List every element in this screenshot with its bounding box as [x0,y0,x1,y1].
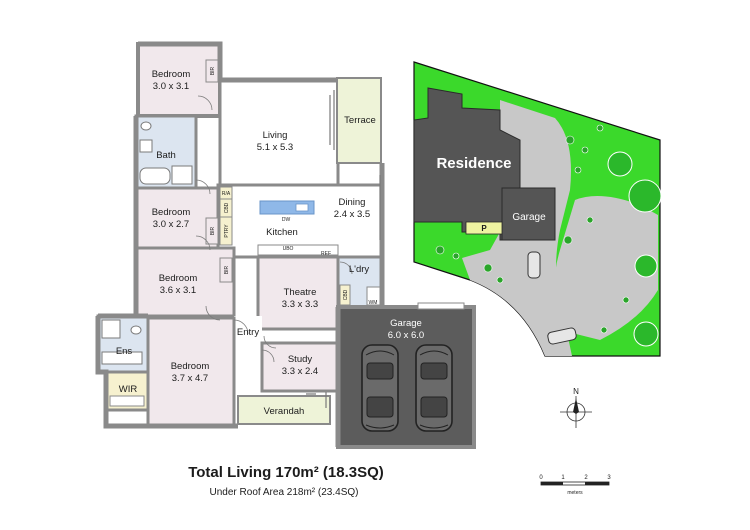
under-roof-text: Under Roof Area 218m² (23.4SQ) [210,487,359,498]
shower [171,165,193,185]
theatre-label: Theatre [284,287,317,298]
bir-label-2: BIR [210,226,216,235]
parking-pad [465,221,503,235]
dw-label: DW [282,217,291,223]
entry-label: Entry [237,327,259,338]
garage-label: Garage [390,318,422,329]
theatre-room [256,255,340,331]
study-room [260,341,340,393]
car-icon-left [361,344,399,432]
garage-size: 6.0 x 6.0 [388,330,424,341]
bedroom-2-size: 3.0 x 2.7 [153,219,189,230]
bedroom-1-size: 3.0 x 3.1 [153,81,189,92]
wm-box [366,286,381,306]
scale-tick-2: 2 [584,475,588,481]
bedroom-1-label: Bedroom [152,69,191,80]
bedroom-3-label: Bedroom [159,273,198,284]
bedroom-3-room [134,246,236,318]
ubo-label: UBO [283,246,294,252]
study-size: 3.3 x 2.4 [282,366,318,377]
ensuite-label: Ens [116,346,133,357]
tree-icon [607,151,662,347]
bedroom-2-label: Bedroom [152,207,191,218]
scale-bar [540,481,610,486]
bir-label-3: BIR [224,265,230,274]
vanity [139,139,153,153]
ra-label: R/A [222,191,231,197]
ptry-label: PTRY [224,224,230,238]
scale-unit: meters [567,490,583,496]
car-icon-right [415,344,453,432]
door-swing [195,95,353,363]
garage-door-strip [417,302,465,310]
bedroom-4-label: Bedroom [171,361,210,372]
parking-label: P [481,224,487,233]
ensuite-vanity [101,351,143,365]
ensuite-toilet [130,325,142,335]
total-living-text: Total Living 170m² (18.3SQ) [188,464,384,481]
compass-north-label: N [573,387,579,396]
dining-size: 2.4 x 3.5 [334,209,370,220]
entry-hall [234,316,262,394]
sliding-doors [306,90,381,408]
terrace-label: Terrace [344,115,376,126]
bir-label-1: BIR [210,66,216,75]
laundry-label: L'dry [349,264,370,275]
cbd-label-2: CBD [343,289,349,300]
pantry-cupboard [219,216,233,246]
kitchen-bench [257,244,339,256]
bathtub [139,167,171,185]
bedroom-4-size: 3.7 x 4.7 [172,373,208,384]
wir-label: WIR [119,384,138,395]
dining-label: Dining [339,197,366,208]
ensuite-shower [101,319,121,339]
living-label: Living [263,130,288,141]
wm-label: WM [369,300,378,306]
exterior-walls [95,41,385,447]
cbd-label-1: CBD [224,202,230,213]
verandah-label: Verandah [264,406,305,417]
site-garage-roof [501,187,556,241]
scale-tick-1: 1 [561,475,565,481]
site-car-icon-2 [547,327,577,345]
wir-rail [109,395,145,407]
site-car-icon-1 [527,251,541,279]
scale-tick-0: 0 [539,475,543,481]
bir-cupboard-3 [219,257,233,283]
site-garage-label: Garage [512,212,546,223]
house-plan: Bedroom 3.0 x 3.1 Bath Living 5.1 x 5.3 … [95,41,476,449]
living-size: 5.1 x 5.3 [257,142,293,153]
residence-label: Residence [436,155,511,172]
bath-label: Bath [156,150,176,161]
driveway-area [554,196,658,340]
cbd-cupboard-2 [339,284,351,306]
bedroom-3-size: 3.6 x 3.1 [160,285,196,296]
bir-cupboard-1 [205,59,219,83]
study-label: Study [288,354,313,365]
terrace-area [336,77,382,164]
kitchen-sink [295,203,309,212]
verandah-area [237,395,331,425]
site-plan: Residence Garage P [413,61,662,357]
compass-icon [560,396,592,428]
scale-tick-3: 3 [607,475,611,481]
shrub-icon [435,124,630,334]
bir-cupboard-2 [205,217,219,245]
bedroom-4-room [146,316,236,428]
toilet [140,121,152,131]
theatre-size: 3.3 x 3.3 [282,299,318,310]
ref-label: REF [321,251,331,257]
kitchen-label: Kitchen [266,227,298,238]
